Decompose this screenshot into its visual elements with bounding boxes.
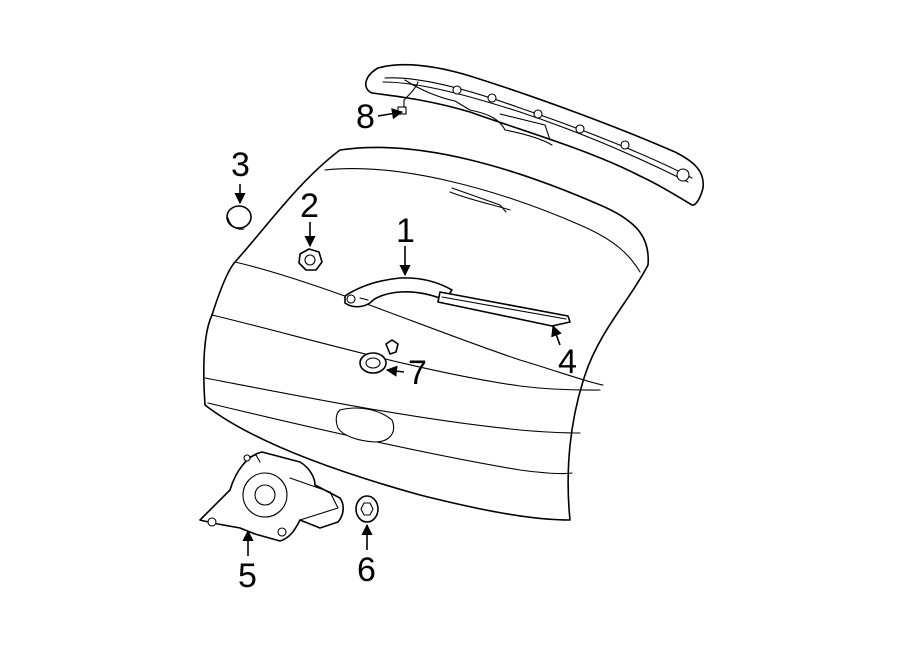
part-1-wiper-arm xyxy=(344,277,453,308)
callout-7: 7 xyxy=(408,354,427,392)
callout-3: 3 xyxy=(231,146,250,184)
part-6-nut xyxy=(355,495,379,523)
part-5-wiper-motor xyxy=(199,451,344,542)
part-7-grommet xyxy=(359,339,399,374)
license-lamp xyxy=(335,407,395,443)
callout-1: 1 xyxy=(396,212,415,250)
leader-lines xyxy=(234,108,562,556)
callouts: 1 2 3 4 5 6 7 8 xyxy=(231,98,577,595)
callout-6: 6 xyxy=(357,551,376,589)
callout-5: 5 xyxy=(238,557,257,595)
callout-4: 4 xyxy=(558,343,577,381)
part-8-spoiler xyxy=(365,63,704,206)
callout-8: 8 xyxy=(356,98,375,136)
part-4-wiper-blade xyxy=(437,291,571,327)
leader-8 xyxy=(377,108,404,120)
callout-2: 2 xyxy=(300,187,319,225)
part-3-plug xyxy=(226,205,252,230)
part-2-nut xyxy=(298,248,323,271)
leader-7 xyxy=(385,365,405,377)
leader-4 xyxy=(551,324,562,346)
